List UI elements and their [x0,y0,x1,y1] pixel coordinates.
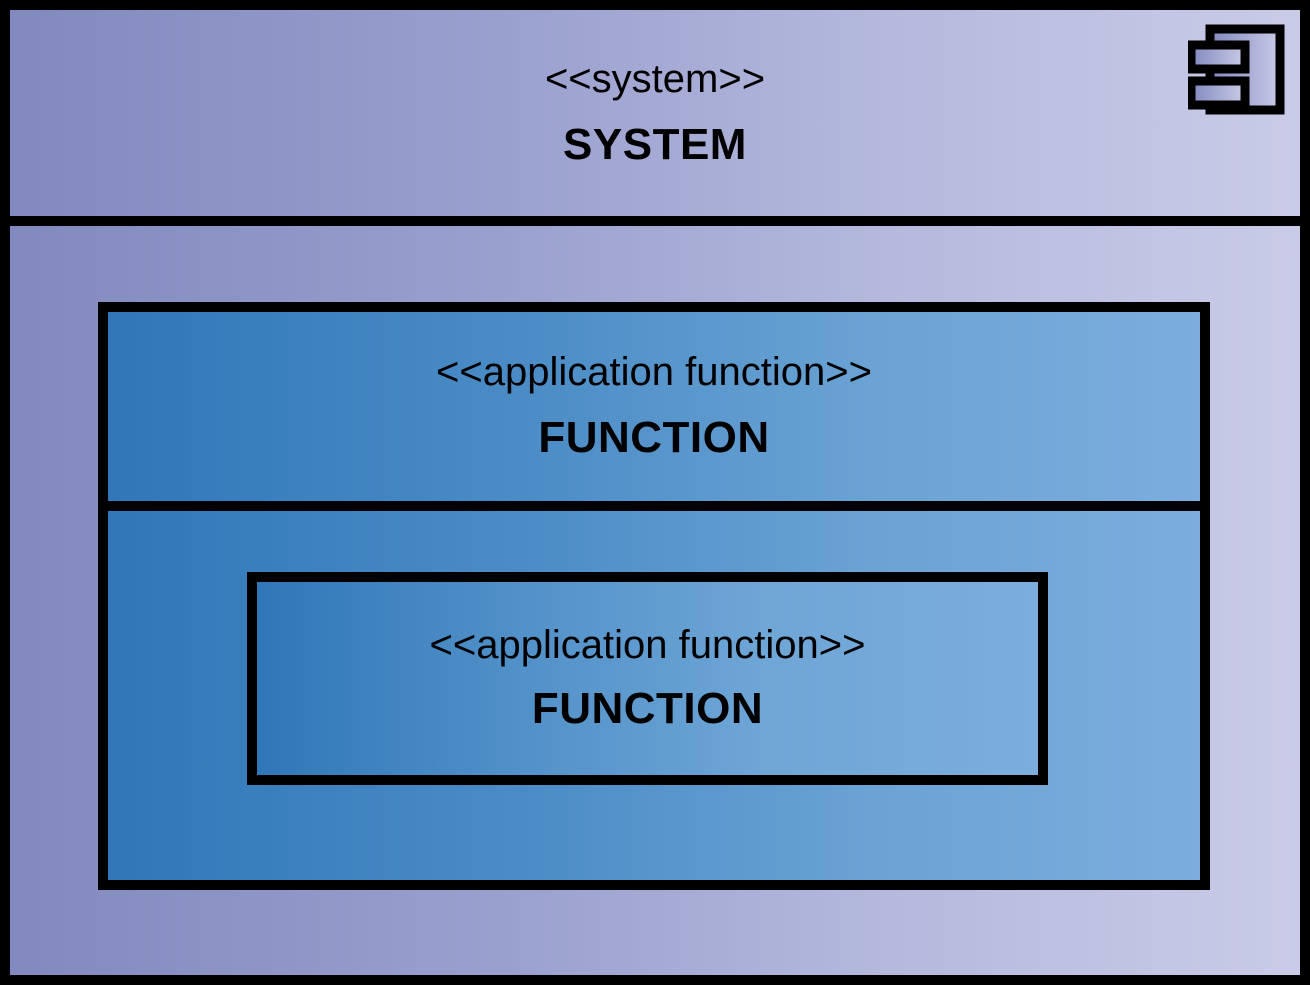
system-name-label: SYSTEM [563,119,747,169]
nested-function-name-label: FUNCTION [531,684,764,734]
function-body-compartment: <<application function>> FUNCTION [108,511,1200,880]
function-box[interactable]: <<application function>> FUNCTION <<appl… [98,302,1210,890]
nested-function-box[interactable]: <<application function>> FUNCTION [247,572,1048,785]
function-name-label: FUNCTION [538,413,770,463]
function-stereotype-label: <<application function>> [436,350,872,395]
uml-component-icon [1186,19,1289,120]
function-header-compartment: <<application function>> FUNCTION [108,312,1200,511]
nested-function-stereotype-label: <<application function>> [429,623,866,668]
system-body-compartment: <<application function>> FUNCTION <<appl… [10,226,1300,975]
system-stereotype-label: <<system>> [544,56,766,101]
system-header-compartment: <<system>> SYSTEM [10,10,1300,226]
